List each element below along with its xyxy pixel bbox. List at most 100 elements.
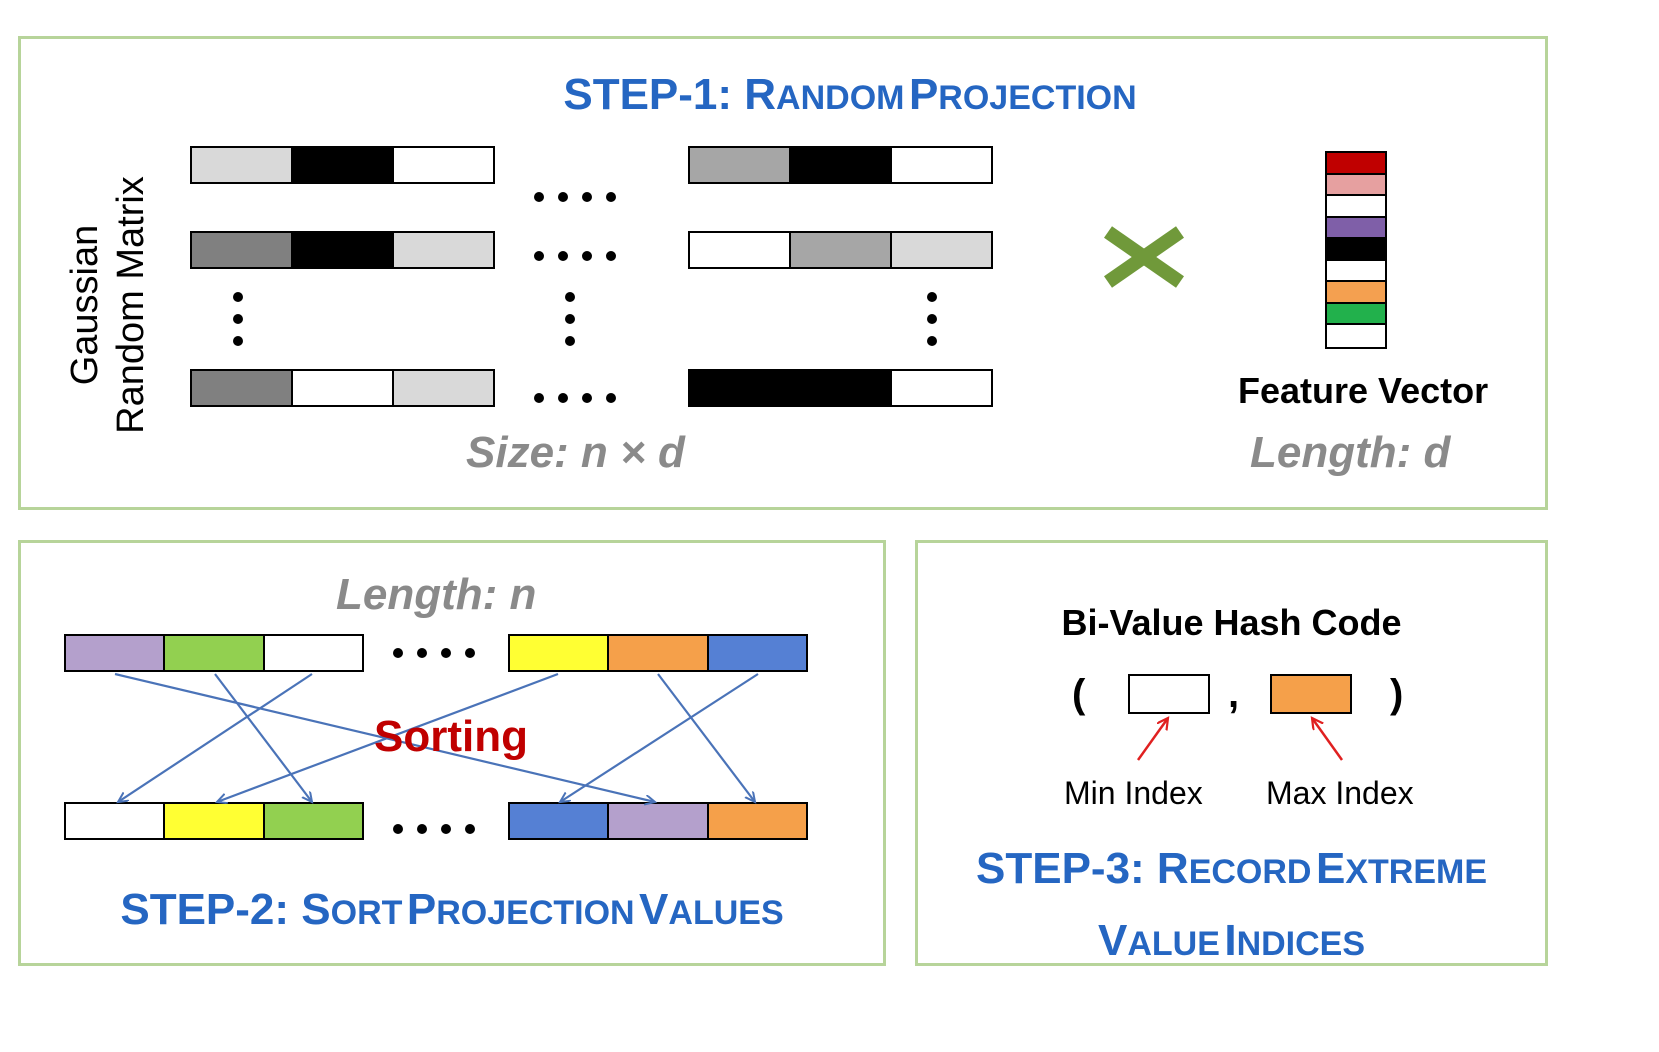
step2-title: STEP-2: SORT PROJECTION VALUES — [18, 885, 886, 935]
matrix-cell — [394, 233, 493, 267]
title-word-rest: NDICES — [1236, 925, 1366, 963]
matrix-label-line2: Random Matrix — [110, 176, 152, 434]
ellipsis-vertical — [927, 292, 937, 346]
title-letter: R — [744, 70, 777, 119]
ellipsis-vertical — [565, 292, 575, 346]
sorted-cell — [264, 804, 362, 838]
matrix-label: Gaussian Random Matrix — [62, 176, 154, 434]
unsorted-cell — [510, 636, 610, 670]
matrix-cell — [192, 148, 293, 182]
ellipsis-horizontal — [534, 393, 616, 403]
matrix-cell — [791, 233, 892, 267]
matrix-cell — [791, 371, 892, 405]
title-word-rest: ORT — [330, 894, 403, 932]
unsorted-right — [508, 634, 808, 672]
sorted-cell — [708, 804, 806, 838]
feature-cell — [1327, 196, 1385, 218]
min-index-box — [1128, 674, 1210, 714]
step2-title-prefix: STEP-2: — [120, 885, 302, 934]
matrix-cell — [394, 371, 493, 405]
feature-vector — [1325, 151, 1387, 349]
max-index-label: Max Index — [1266, 775, 1414, 811]
unsorted-left — [64, 634, 364, 672]
title-letter: E — [1315, 844, 1346, 893]
unsorted-cell — [708, 636, 806, 670]
matrix-cell — [892, 148, 991, 182]
close-paren: ) — [1390, 672, 1404, 716]
open-paren: ( — [1072, 672, 1086, 716]
matrix-row-1-left — [190, 146, 495, 184]
title-word-rest: ALUE — [1127, 925, 1220, 963]
matrix-row-2-right — [688, 231, 993, 269]
matrix-label-line1: Gaussian — [64, 224, 106, 386]
unsorted-cell — [66, 636, 166, 670]
matrix-cell — [192, 371, 293, 405]
step1-panel — [18, 36, 1548, 510]
title-letter: V — [1097, 916, 1128, 965]
feature-cell — [1327, 260, 1385, 282]
step3-title-line2: VALUE INDICES — [915, 910, 1548, 982]
matrix-row-1-right — [688, 146, 993, 184]
feature-cell — [1327, 239, 1385, 261]
ellipsis-horizontal — [393, 648, 475, 658]
matrix-cell — [690, 148, 791, 182]
ellipsis-horizontal — [534, 251, 616, 261]
max-index-box — [1270, 674, 1352, 714]
matrix-cell — [690, 233, 791, 267]
ellipsis-horizontal — [534, 192, 616, 202]
unsorted-cell — [165, 636, 265, 670]
title-word-rest: ROJECTION — [938, 79, 1137, 117]
sorted-right — [508, 802, 808, 840]
sort-length-label: Length: n — [336, 570, 537, 619]
title-letter: S — [301, 885, 331, 934]
title-word-rest: ANDOM — [776, 79, 905, 117]
sorted-cell — [609, 804, 709, 838]
sorted-cell — [66, 804, 166, 838]
step3-title-line1: STEP-3: RECORD EXTREME — [915, 838, 1548, 910]
matrix-row-2-left — [190, 231, 495, 269]
title-letter: P — [406, 885, 437, 934]
feature-cell — [1327, 217, 1385, 239]
sorted-cell — [510, 804, 610, 838]
step3-title: STEP-3: RECORD EXTREME VALUE INDICES — [915, 838, 1548, 982]
title-letter: P — [908, 70, 939, 119]
feature-cell — [1327, 325, 1385, 347]
feature-cell — [1327, 174, 1385, 196]
title-letter: I — [1224, 916, 1237, 965]
matrix-size-label: Size: n × d — [466, 428, 685, 477]
matrix-row-n-left — [190, 369, 495, 407]
title-letter: R — [1156, 844, 1189, 893]
title-word-rest: XTREME — [1345, 853, 1487, 891]
feature-cell — [1327, 303, 1385, 325]
sorting-label: Sorting — [374, 712, 528, 761]
step3-title-prefix: STEP-3: — [976, 844, 1157, 893]
feature-cell — [1327, 153, 1385, 175]
min-index-label: Min Index — [1064, 775, 1203, 811]
matrix-cell — [791, 148, 892, 182]
sorted-left — [64, 802, 364, 840]
feature-vector-label: Feature Vector — [1238, 370, 1489, 411]
step1-title-prefix: STEP-1: — [563, 70, 745, 119]
feature-length-label: Length: d — [1250, 428, 1451, 477]
title-word-rest: ECORD — [1188, 853, 1312, 891]
ellipsis-horizontal — [393, 824, 475, 834]
title-letter: V — [639, 885, 669, 934]
matrix-cell — [690, 371, 791, 405]
unsorted-cell — [264, 636, 362, 670]
title-word-rest: ROJECTION — [436, 894, 635, 932]
hash-code-label: Bi-Value Hash Code — [1061, 602, 1402, 643]
matrix-cell — [394, 148, 493, 182]
matrix-cell — [293, 371, 394, 405]
matrix-cell — [892, 233, 991, 267]
feature-cell — [1327, 282, 1385, 304]
matrix-cell — [293, 233, 394, 267]
matrix-cell — [892, 371, 991, 405]
matrix-row-n-right — [688, 369, 993, 407]
unsorted-cell — [609, 636, 709, 670]
step1-title: STEP-1: RANDOM PROJECTION — [0, 70, 1659, 120]
sorted-cell — [165, 804, 265, 838]
matrix-cell — [192, 233, 293, 267]
matrix-cell — [293, 148, 394, 182]
title-word-rest: ALUES — [668, 894, 784, 932]
comma: , — [1228, 672, 1240, 716]
